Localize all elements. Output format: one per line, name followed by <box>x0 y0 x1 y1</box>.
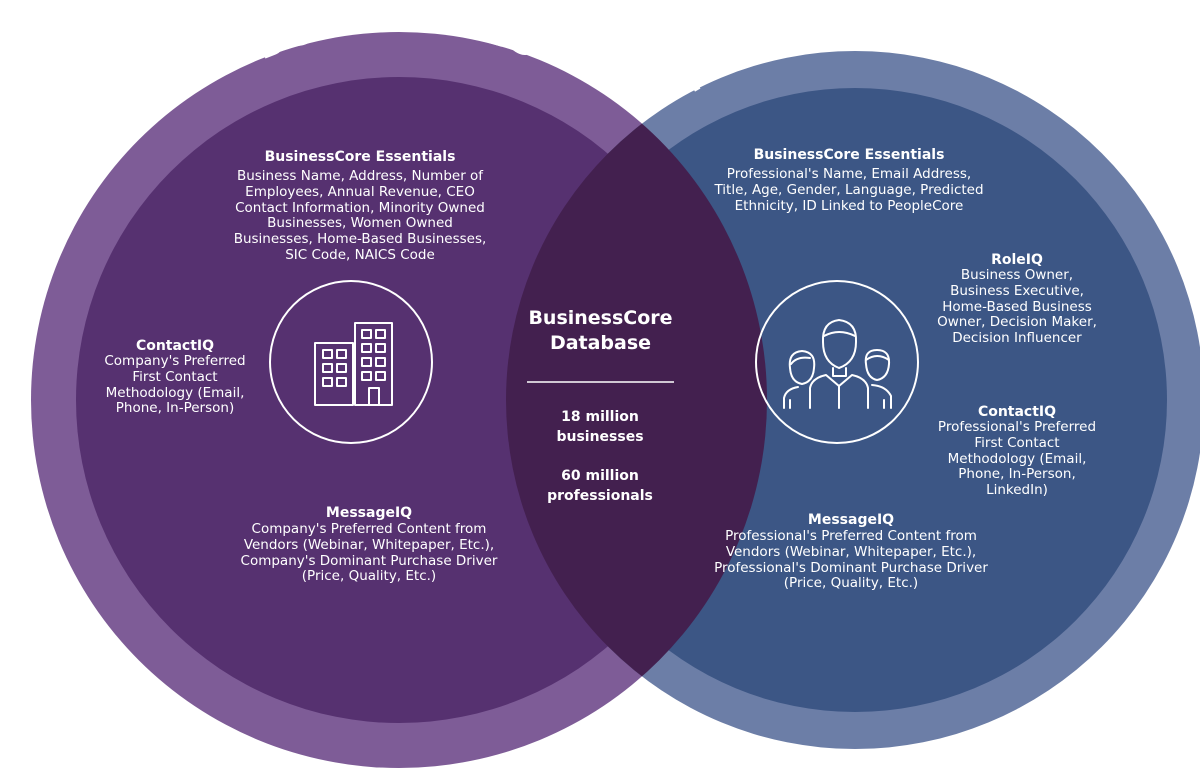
center-stat-professionals: 60 million professionals <box>547 468 653 504</box>
professionals-essentials-text: Professional's Name, Email Address, Titl… <box>714 166 984 214</box>
overlap-region <box>506 51 767 749</box>
professionals-contactiq-text: Professional's Preferred First Contact M… <box>937 419 1097 499</box>
professionals-messageiq-heading: MessageIQ <box>807 512 895 528</box>
professionals-contactiq-heading: ContactIQ <box>977 404 1057 420</box>
businesses-essentials-heading: BusinessCore Essentials <box>264 149 456 165</box>
office-building-icon <box>314 322 393 406</box>
people-group-icon <box>783 319 892 409</box>
people-icon-ring <box>755 280 919 444</box>
professionals-essentials-heading: BusinessCore Essentials <box>753 147 945 163</box>
center-title: BusinessCore Database <box>528 307 673 354</box>
professionals-roleiq-heading: RoleIQ <box>991 252 1043 268</box>
center-stat-businesses: 18 million businesses <box>556 409 644 445</box>
professionals-messageiq-text: Professional's Preferred Content from Ve… <box>714 528 988 592</box>
businesses-contactiq-text: Company's Preferred First Contact Method… <box>104 353 246 417</box>
businesses-contactiq-heading: ContactIQ <box>135 338 215 354</box>
building-icon-ring <box>269 280 433 444</box>
businesses-messageiq-heading: MessageIQ <box>325 505 413 521</box>
businesses-essentials-text: Business Name, Address, Number of Employ… <box>233 168 487 263</box>
professionals-roleiq-text: Business Owner, Business Executive, Home… <box>937 267 1097 347</box>
businesses-messageiq-text: Company's Preferred Content from Vendors… <box>240 521 498 585</box>
